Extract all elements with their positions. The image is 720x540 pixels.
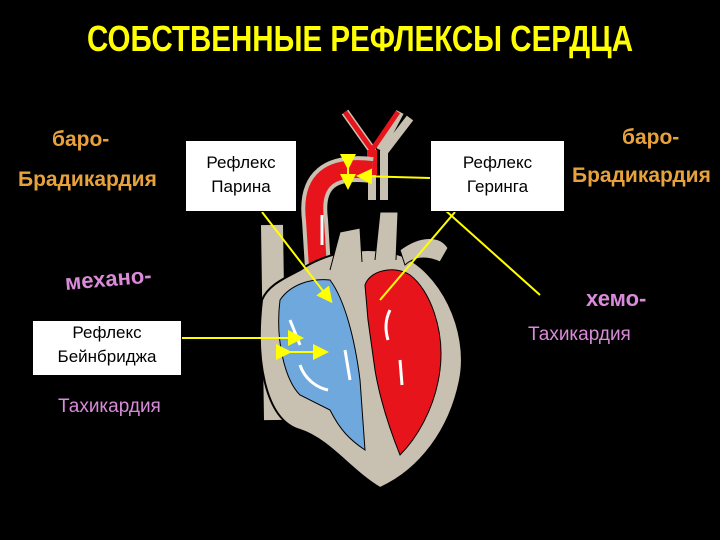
hering-connector-2 (379, 211, 456, 301)
parin-reflex-box: Рефлекс Парина (185, 140, 297, 212)
left-heart-chambers (364, 269, 442, 456)
parin-line1: Рефлекс (206, 153, 276, 172)
right-baro-effect: Брадикардия (572, 164, 711, 187)
right-heart-chambers (278, 279, 366, 451)
bainbridge-line2: Бейнбриджа (57, 347, 157, 366)
right-tachy: Тахикардия (528, 324, 631, 345)
left-baro-prefix: баро- (52, 128, 110, 151)
page-title: СОБСТВЕННЫЕ РЕФЛЕКСЫ СЕРДЦА (86, 18, 634, 59)
chemo-prefix: хемо- (586, 286, 647, 311)
hering-reflex-box: Рефлекс Геринга (430, 140, 565, 212)
hering-line2: Геринга (466, 177, 529, 196)
hering-connector (356, 168, 431, 185)
bainbridge-reflex-box: Рефлекс Бейнбриджа (32, 320, 182, 376)
hering-line1: Рефлекс (462, 153, 533, 172)
right-baro-prefix: баро- (622, 126, 680, 149)
chemo-connector (444, 209, 541, 296)
parin-connector (261, 211, 333, 304)
parin-line2: Парина (211, 177, 271, 196)
left-tachy: Тахикардия (58, 396, 161, 417)
left-baro-effect: Брадикардия (18, 168, 157, 191)
bainbridge-line1: Рефлекс (72, 323, 142, 342)
